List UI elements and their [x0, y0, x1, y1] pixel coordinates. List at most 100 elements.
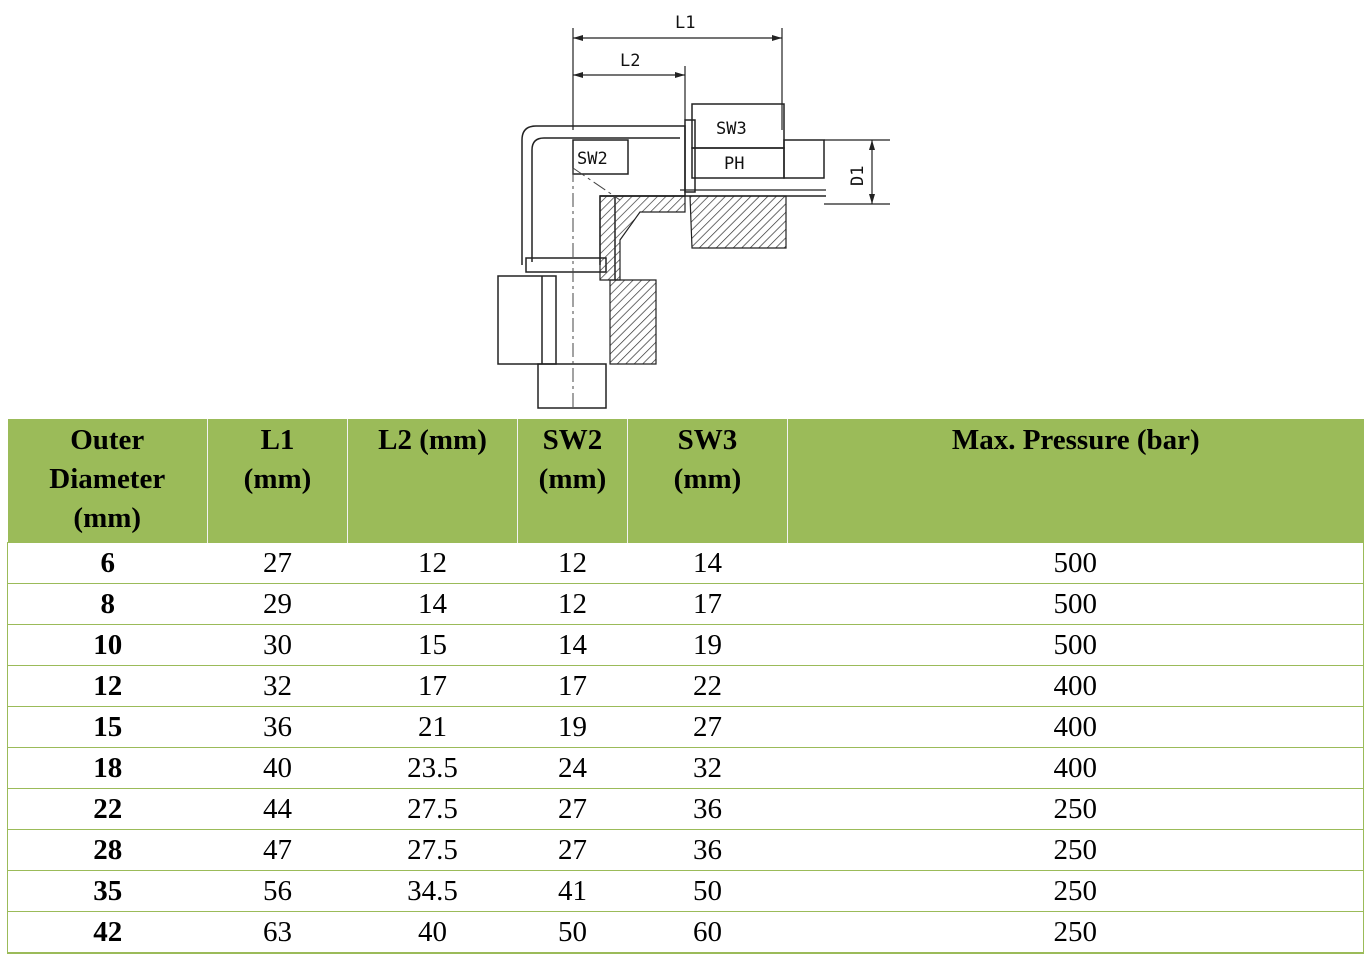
- cell-l1: 56: [207, 870, 348, 912]
- l1-label: L1: [675, 13, 695, 33]
- cell-sw2: 14: [517, 624, 628, 666]
- dimension-l1: L1: [572, 13, 783, 130]
- cell-sw2: 17: [517, 665, 628, 707]
- header-text-line: L1: [260, 424, 295, 456]
- header-text-line: (mm): [673, 463, 742, 495]
- cell-l2: 27.5: [347, 788, 518, 830]
- cell-outer-diameter: 35: [7, 870, 208, 912]
- cell-l2: 15: [347, 624, 518, 666]
- dimension-d1: D1: [824, 139, 890, 205]
- header-sw3: SW3 (mm): [627, 419, 788, 543]
- cell-outer-diameter: 28: [7, 829, 208, 871]
- cell-sw3: 27: [627, 706, 788, 748]
- cell-max-pressure: 400: [787, 747, 1364, 789]
- cell-l1: 27: [207, 542, 348, 584]
- cell-sw3: 17: [627, 583, 788, 625]
- cell-l1: 40: [207, 747, 348, 789]
- cell-max-pressure: 250: [787, 870, 1364, 912]
- cell-l2: 23.5: [347, 747, 518, 789]
- cell-outer-diameter: 22: [7, 788, 208, 830]
- elbow-fitting-drawing: L1 L2: [497, 13, 890, 410]
- cell-max-pressure: 500: [787, 542, 1364, 584]
- cell-sw2: 19: [517, 706, 628, 748]
- header-text-line: SW2: [542, 424, 603, 456]
- cell-max-pressure: 250: [787, 911, 1364, 954]
- cell-sw2: 50: [517, 911, 628, 954]
- cell-outer-diameter: 6: [7, 542, 208, 584]
- sw3-label: SW3: [716, 119, 747, 139]
- cell-l2: 34.5: [347, 870, 518, 912]
- cell-outer-diameter: 42: [7, 911, 208, 954]
- header-text-line: L2 (mm): [378, 424, 487, 456]
- dimension-l2: L2: [573, 51, 686, 120]
- cell-l2: 40: [347, 911, 518, 954]
- header-text-line: SW3: [677, 424, 738, 456]
- cell-sw3: 22: [627, 665, 788, 707]
- sw2-label: SW2: [577, 149, 608, 169]
- header-text-line: Max. Pressure (bar): [951, 424, 1200, 456]
- cell-l2: 27.5: [347, 829, 518, 871]
- cell-sw3: 36: [627, 829, 788, 871]
- header-text-line: (mm): [538, 463, 607, 495]
- cell-max-pressure: 250: [787, 829, 1364, 871]
- cell-sw2: 27: [517, 829, 628, 871]
- cell-max-pressure: 400: [787, 706, 1364, 748]
- d1-label: D1: [848, 166, 868, 186]
- cell-max-pressure: 500: [787, 583, 1364, 625]
- cell-outer-diameter: 18: [7, 747, 208, 789]
- cell-sw2: 12: [517, 583, 628, 625]
- cell-l1: 32: [207, 665, 348, 707]
- cell-sw3: 19: [627, 624, 788, 666]
- cell-sw3: 14: [627, 542, 788, 584]
- header-l1: L1 (mm): [207, 419, 348, 543]
- header-sw2: SW2 (mm): [517, 419, 628, 543]
- cell-l1: 29: [207, 583, 348, 625]
- header-text-line: Diameter: [49, 463, 166, 495]
- cell-l1: 63: [207, 911, 348, 954]
- elbow-body: [497, 103, 825, 409]
- elbow-section: [599, 189, 826, 365]
- cell-outer-diameter: 12: [7, 665, 208, 707]
- cell-sw3: 60: [627, 911, 788, 954]
- centre-lines: [572, 167, 621, 410]
- cell-l2: 17: [347, 665, 518, 707]
- header-text-line: (mm): [243, 463, 312, 495]
- cell-sw2: 41: [517, 870, 628, 912]
- cell-max-pressure: 400: [787, 665, 1364, 707]
- cell-l1: 36: [207, 706, 348, 748]
- cell-outer-diameter: 10: [7, 624, 208, 666]
- ph-label: PH: [724, 154, 744, 174]
- cell-l2: 12: [347, 542, 518, 584]
- cell-l1: 44: [207, 788, 348, 830]
- cell-outer-diameter: 8: [7, 583, 208, 625]
- cell-l1: 47: [207, 829, 348, 871]
- cell-l2: 21: [347, 706, 518, 748]
- cell-max-pressure: 250: [787, 788, 1364, 830]
- cell-l2: 14: [347, 583, 518, 625]
- header-text-line: Outer: [70, 424, 145, 456]
- cell-sw2: 24: [517, 747, 628, 789]
- cell-max-pressure: 500: [787, 624, 1364, 666]
- header-text-line: (mm): [73, 502, 142, 534]
- cell-sw3: 32: [627, 747, 788, 789]
- cell-sw2: 12: [517, 542, 628, 584]
- header-max-pressure: Max. Pressure (bar): [787, 419, 1364, 543]
- cell-l1: 30: [207, 624, 348, 666]
- cell-outer-diameter: 15: [7, 706, 208, 748]
- l2-label: L2: [620, 51, 640, 71]
- cell-sw3: 50: [627, 870, 788, 912]
